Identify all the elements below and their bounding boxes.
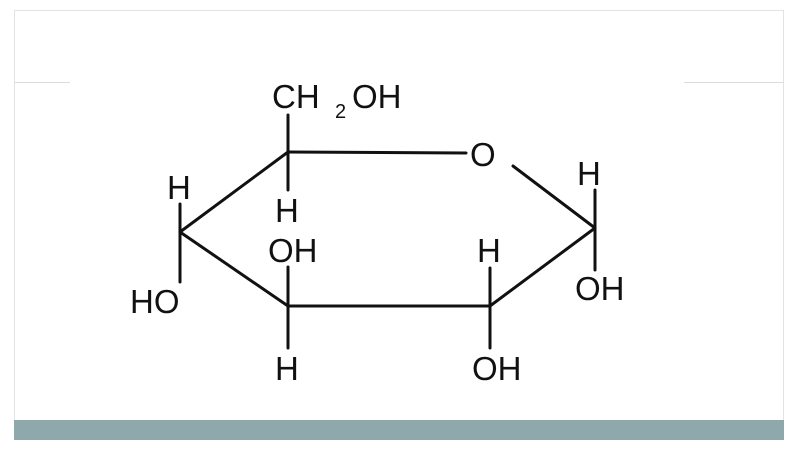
c2-h-label: H (477, 232, 501, 269)
bond-c4-c5 (178, 150, 290, 234)
bond-c1-c2 (488, 226, 597, 308)
c4-oh-label: HO (130, 283, 180, 320)
c5-h-label: H (275, 192, 299, 229)
c4-h-label: H (167, 169, 191, 206)
slide-frame (14, 10, 784, 440)
c2-oh-label: OH (472, 350, 522, 387)
ch2-subscript-label: 2 (335, 101, 346, 123)
ch2oh-oh-label: OH (352, 78, 402, 115)
footer-bar (14, 420, 784, 440)
ch2-label: CH (272, 78, 320, 115)
c1-h-label: H (577, 155, 601, 192)
c3-oh-label: OH (268, 232, 318, 269)
bond-c3-c4 (178, 230, 290, 308)
c1-oh-label: OH (575, 270, 625, 307)
ring-oxygen-label: O (470, 136, 496, 173)
title-rule-right (684, 82, 784, 83)
bond-o-c1 (511, 164, 597, 230)
c3-h-label: H (275, 350, 299, 387)
title-rule-left (14, 82, 70, 83)
bond-c5-o (286, 150, 468, 155)
